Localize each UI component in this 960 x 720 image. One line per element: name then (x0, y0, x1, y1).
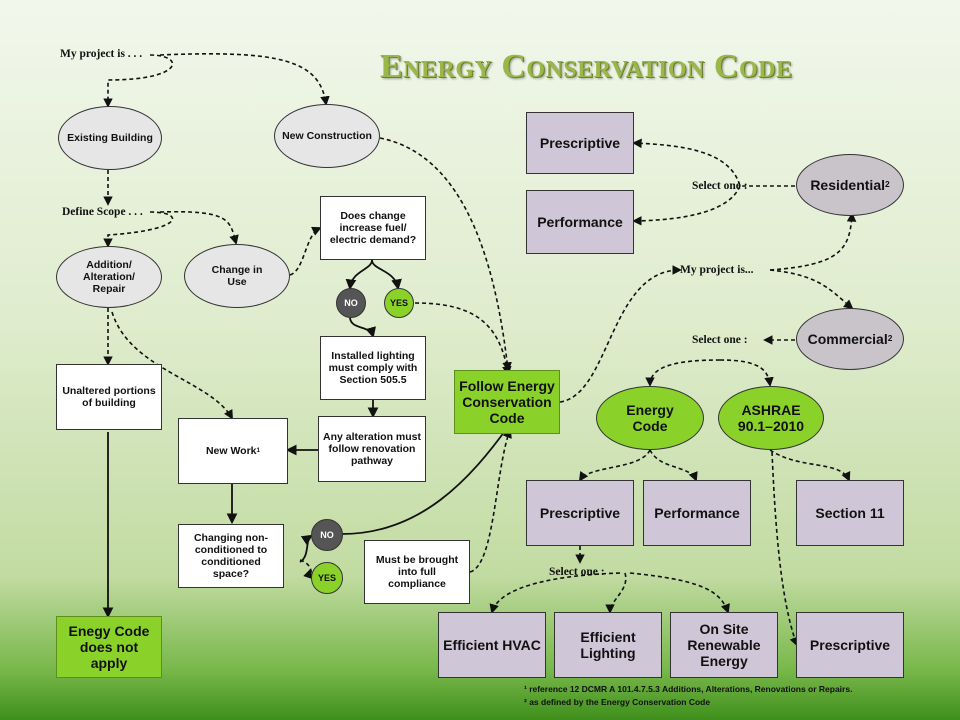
node-yes-1: YES (384, 288, 414, 318)
connector (345, 259, 373, 291)
node-follow-energy-code: Follow Energy Conservation Code (454, 370, 560, 434)
node-prescriptive-mid: Prescriptive (526, 480, 634, 546)
connector (559, 265, 682, 403)
connector (341, 422, 512, 535)
label-define-scope: Define Scope . . . (62, 206, 143, 218)
node-changing-space: Changing non-conditioned to conditioned … (178, 524, 284, 588)
node-must-be-brought: Must be brought into full compliance (364, 540, 470, 604)
connector (103, 54, 174, 108)
connector (769, 449, 851, 482)
connector (371, 259, 402, 291)
node-fuel-demand-question: Does change increase fuel/ electric dema… (320, 196, 426, 260)
node-performance-mid: Performance (643, 480, 751, 546)
connector (469, 428, 512, 573)
node-no-1: NO (336, 288, 366, 318)
diagram-title: Energy Conservation Code (380, 48, 793, 85)
connector (771, 451, 799, 647)
connector (414, 302, 512, 376)
node-efficient-hvac: Efficient HVAC (438, 612, 546, 678)
connector (349, 316, 376, 339)
connector (103, 211, 174, 248)
connector (769, 212, 857, 271)
node-performance-top: Performance (526, 190, 634, 254)
node-section-11: Section 11 (796, 480, 904, 546)
label-select-one-bottom: Select one : (549, 566, 605, 578)
node-no-2: NO (311, 519, 343, 551)
node-onsite-renewable: On Site Renewable Energy (670, 612, 778, 678)
node-code-does-not-apply: Enegy Code does not apply (56, 616, 162, 678)
label-select-one-top: Select one : (692, 180, 748, 192)
node-energy-code: Energy Code (596, 386, 704, 450)
node-ashrae: ASHRAE 90.1–2010 (718, 386, 824, 450)
connector (299, 534, 313, 563)
connector (632, 185, 741, 226)
node-existing-building: Existing Building (58, 106, 162, 170)
connector (629, 572, 730, 614)
connector (605, 572, 627, 614)
connector (159, 53, 330, 106)
node-efficient-lighting: Efficient Lighting (554, 612, 662, 678)
connector (649, 449, 698, 482)
connector (578, 449, 651, 482)
label-my-project-right: My project is... (680, 264, 754, 276)
node-yes-2: YES (311, 562, 343, 594)
node-prescriptive-bottom: Prescriptive (796, 612, 904, 678)
connector (719, 359, 774, 387)
node-prescriptive-top: Prescriptive (526, 112, 634, 174)
connector (111, 311, 233, 420)
connector (489, 572, 621, 614)
node-change-in-use: Change in Use (184, 244, 290, 308)
node-any-alteration: Any alteration must follow renovation pa… (318, 416, 426, 482)
node-unaltered-portions: Unaltered portions of building (56, 364, 162, 430)
connector (769, 269, 854, 310)
label-my-project: My project is . . . (60, 48, 143, 60)
connector (632, 138, 795, 187)
node-new-construction: New Construction (274, 104, 380, 168)
node-addition-alteration-repair: Addition/ Alteration/ Repair (56, 246, 162, 308)
connector (645, 359, 721, 387)
node-installed-lighting: Installed lighting must comply with Sect… (320, 336, 426, 400)
footnote-1: ¹ reference 12 DCMR A 101.4.7.5.3 Additi… (524, 684, 853, 694)
connector (289, 226, 322, 276)
label-select-one-mid: Select one : (692, 334, 748, 346)
connector (159, 210, 239, 245)
connector (379, 137, 512, 372)
footnote-2: ² as defined by the Energy Conservation … (524, 697, 711, 707)
